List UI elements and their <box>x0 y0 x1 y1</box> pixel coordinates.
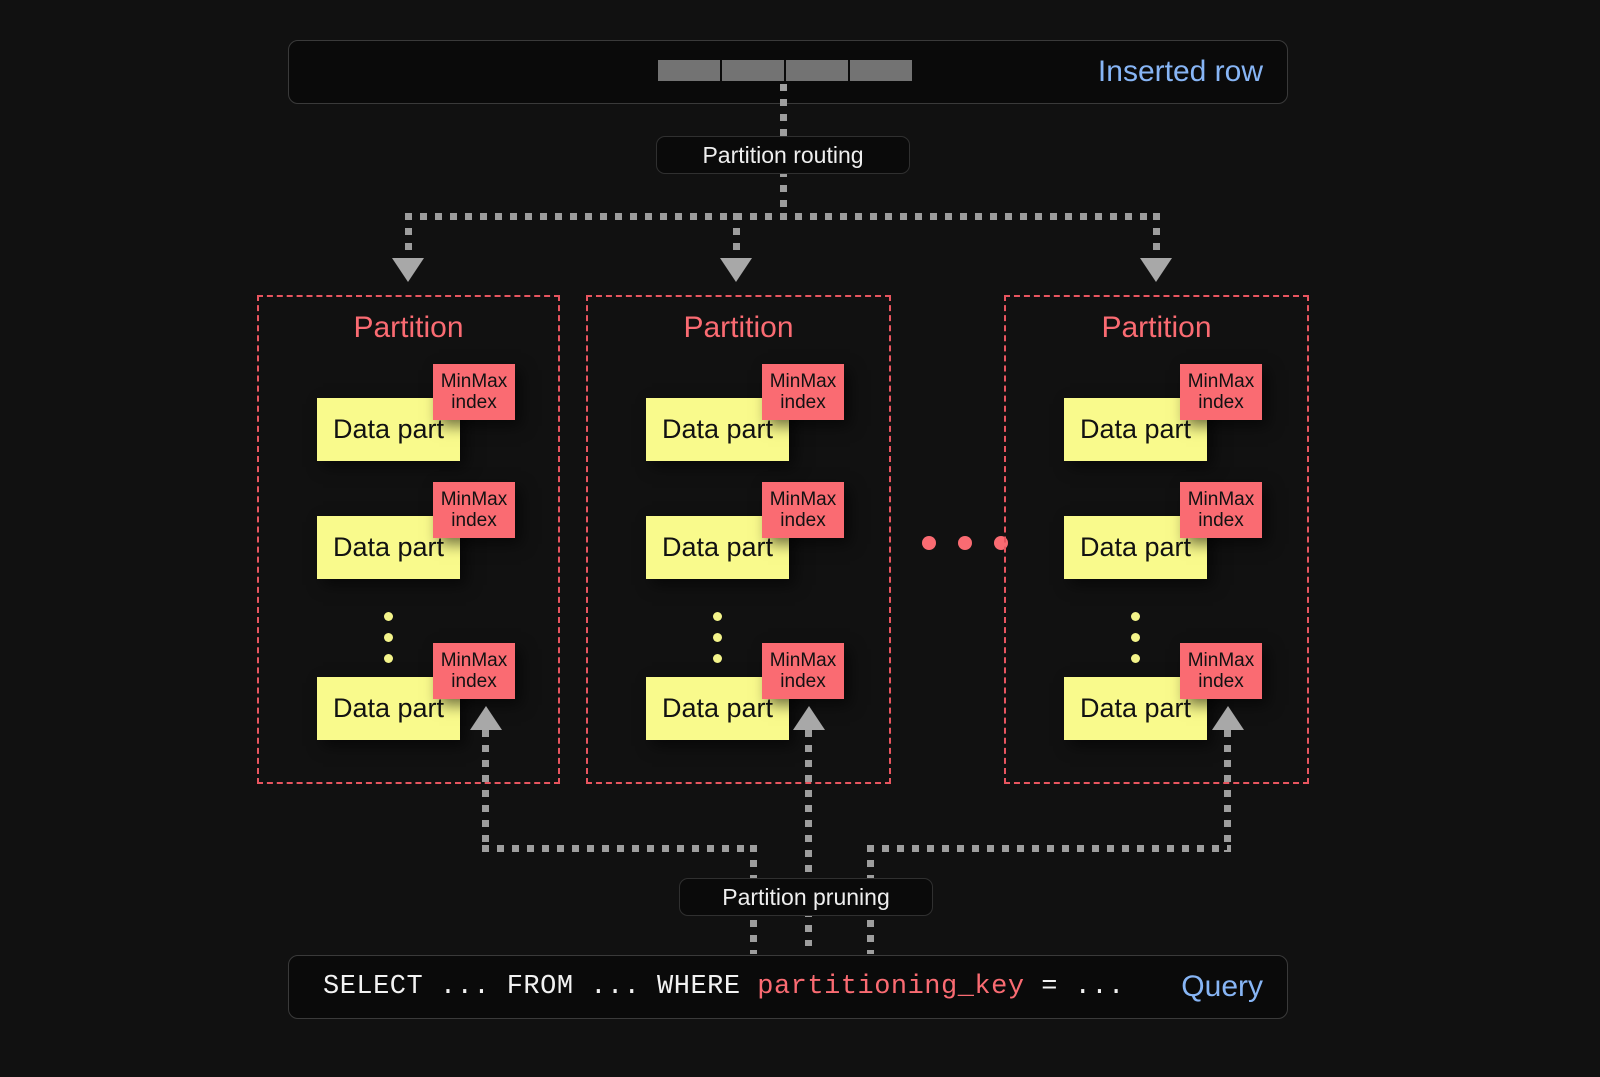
minmax-index-line2: index <box>451 392 497 413</box>
connector-partition-1-to-bus <box>482 730 489 852</box>
connector-bus-to-partition-1 <box>405 213 412 265</box>
connector-partition-2-to-pruning <box>805 730 812 946</box>
minmax-index-line2: index <box>451 510 497 531</box>
pruning-fanin-bus-right <box>867 845 1231 852</box>
partition-box-2: Partition MinMax index Data part MinMax … <box>586 295 891 784</box>
minmax-index-line1: MinMax <box>440 649 508 671</box>
minmax-index-line1: MinMax <box>440 370 508 392</box>
ellipsis-dot <box>713 654 722 663</box>
ellipsis-dot <box>384 654 393 663</box>
routing-fanout-bus <box>405 213 1160 220</box>
query-text-before: SELECT ... FROM ... WHERE <box>323 972 758 1002</box>
minmax-index-box: MinMax index <box>762 482 844 538</box>
arrow-into-partition-3 <box>1140 258 1172 282</box>
data-part-ellipsis <box>713 612 722 663</box>
ellipsis-dot <box>713 612 722 621</box>
connector-partition-3-to-bus <box>1224 730 1231 852</box>
minmax-index-line1: MinMax <box>769 649 837 671</box>
ellipsis-dot <box>713 633 722 642</box>
arrow-into-partition-3-part <box>1212 706 1244 730</box>
partition-ellipsis <box>922 536 1008 550</box>
minmax-index-line2: index <box>780 392 826 413</box>
minmax-index-line2: index <box>1198 671 1244 692</box>
partition-box-1: Partition MinMax index Data part MinMax … <box>257 295 560 784</box>
ellipsis-dot <box>384 612 393 621</box>
arrow-into-partition-1-part <box>470 706 502 730</box>
data-part-box: Data part <box>317 677 460 740</box>
minmax-index-box: MinMax index <box>433 643 515 699</box>
data-part-ellipsis <box>1131 612 1140 663</box>
minmax-index-line2: index <box>780 671 826 692</box>
minmax-index-line2: index <box>1198 510 1244 531</box>
inserted-row-banner: Inserted row <box>288 40 1288 104</box>
partition-box-3: Partition MinMax index Data part MinMax … <box>1004 295 1309 784</box>
connector-routing-to-bus <box>780 170 787 219</box>
minmax-index-box: MinMax index <box>433 482 515 538</box>
minmax-index-box: MinMax index <box>762 364 844 420</box>
partition-routing-box: Partition routing <box>656 136 910 174</box>
connector-row-to-routing <box>780 84 787 140</box>
minmax-index-box: MinMax index <box>1180 482 1262 538</box>
minmax-index-line1: MinMax <box>440 488 508 510</box>
row-cell <box>850 60 912 81</box>
arrow-into-partition-2 <box>720 258 752 282</box>
partition-title: Partition <box>1101 311 1212 344</box>
ellipsis-dot <box>384 633 393 642</box>
query-label: Query <box>1181 970 1263 1003</box>
arrow-into-partition-1 <box>392 258 424 282</box>
row-cell <box>658 60 720 81</box>
data-part-box: Data part <box>317 516 460 579</box>
connector-bus-to-partition-2 <box>733 213 740 265</box>
minmax-index-box: MinMax index <box>433 364 515 420</box>
ellipsis-dot <box>958 536 972 550</box>
partition-title: Partition <box>353 311 464 344</box>
data-part-ellipsis <box>384 612 393 663</box>
ellipsis-dot <box>1131 612 1140 621</box>
minmax-index-box: MinMax index <box>762 643 844 699</box>
partition-pruning-box: Partition pruning <box>679 878 933 916</box>
partition-pruning-label: Partition pruning <box>722 883 890 910</box>
ellipsis-dot <box>1131 633 1140 642</box>
row-cell <box>786 60 848 81</box>
minmax-index-line2: index <box>451 671 497 692</box>
minmax-index-line2: index <box>780 510 826 531</box>
partition-title: Partition <box>683 311 794 344</box>
minmax-index-box: MinMax index <box>1180 643 1262 699</box>
partition-routing-label: Partition routing <box>702 141 864 168</box>
pruning-fanin-bus-left <box>482 845 757 852</box>
query-text-after: = ... <box>1024 972 1125 1002</box>
ellipsis-dot <box>1131 654 1140 663</box>
connector-bus-to-partition-3 <box>1153 213 1160 265</box>
data-part-box: Data part <box>1064 677 1207 740</box>
query-banner: SELECT ... FROM ... WHERE partitioning_k… <box>288 955 1288 1019</box>
minmax-index-box: MinMax index <box>1180 364 1262 420</box>
query-partitioning-key: partitioning_key <box>757 972 1025 1002</box>
minmax-index-line2: index <box>1198 392 1244 413</box>
minmax-index-line1: MinMax <box>769 488 837 510</box>
minmax-index-line1: MinMax <box>769 370 837 392</box>
query-statement: SELECT ... FROM ... WHERE partitioning_k… <box>323 972 1125 1002</box>
arrow-into-partition-2-part <box>793 706 825 730</box>
minmax-index-line1: MinMax <box>1187 488 1255 510</box>
minmax-index-line1: MinMax <box>1187 370 1255 392</box>
inserted-row-label: Inserted row <box>1097 55 1263 88</box>
ellipsis-dot <box>922 536 936 550</box>
minmax-index-line1: MinMax <box>1187 649 1255 671</box>
row-cell <box>722 60 784 81</box>
inserted-row-cells <box>658 60 912 81</box>
